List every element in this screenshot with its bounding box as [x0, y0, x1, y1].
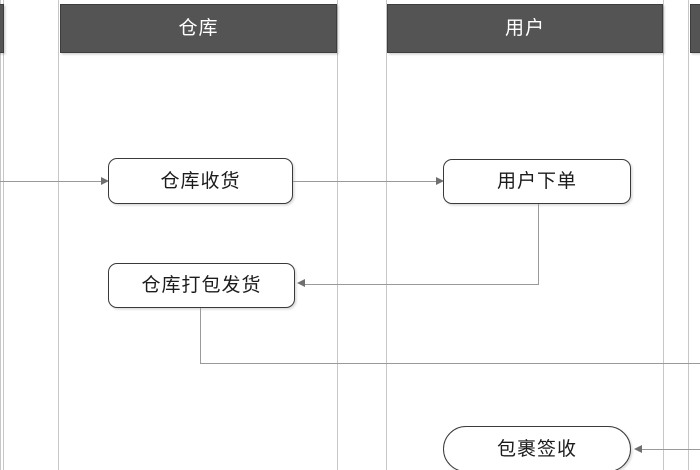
node-parcel-signed[interactable]: 包裹签收 — [443, 426, 631, 470]
node-warehouse-pack-ship-label: 仓库打包发货 — [141, 274, 262, 296]
connector-order-to-pack-vertical — [538, 204, 539, 284]
connector-offscreen-to-receive-arrowhead — [101, 176, 109, 185]
lane-header-warehouse-label: 仓库 — [178, 17, 219, 39]
connector-pack-to-offscreen-horizontal — [200, 362, 700, 364]
swimlane-warehouse — [58, 0, 338, 470]
swimlane-cut-left — [0, 0, 4, 470]
swimlane-cut-right — [688, 0, 700, 470]
connector-offscreen-to-receive-line — [0, 181, 103, 182]
connector-offscreen-to-signed-arrowhead — [634, 444, 642, 453]
lane-header-cut-right — [690, 4, 700, 53]
node-user-order[interactable]: 用户下单 — [443, 159, 631, 204]
node-warehouse-receive-label: 仓库收货 — [160, 169, 241, 192]
connector-receive-to-order-line — [293, 181, 440, 182]
connector-order-to-pack-horizontal — [304, 283, 539, 285]
connector-receive-to-order-arrowhead — [436, 176, 444, 185]
node-parcel-signed-label: 包裹签收 — [496, 437, 577, 460]
node-warehouse-receive[interactable]: 仓库收货 — [108, 158, 293, 204]
connector-order-to-pack-arrowhead — [297, 279, 305, 287]
lane-header-cut-left — [0, 4, 4, 53]
lane-header-user[interactable]: 用户 — [387, 4, 663, 53]
connector-offscreen-to-signed-line — [641, 449, 700, 450]
lane-header-warehouse[interactable]: 仓库 — [60, 4, 337, 53]
node-user-order-label: 用户下单 — [496, 170, 577, 192]
connector-pack-to-offscreen-vertical — [200, 308, 201, 363]
swimlane-user — [386, 0, 664, 470]
node-warehouse-pack-ship[interactable]: 仓库打包发货 — [108, 263, 295, 308]
lane-header-user-label: 用户 — [504, 17, 545, 39]
